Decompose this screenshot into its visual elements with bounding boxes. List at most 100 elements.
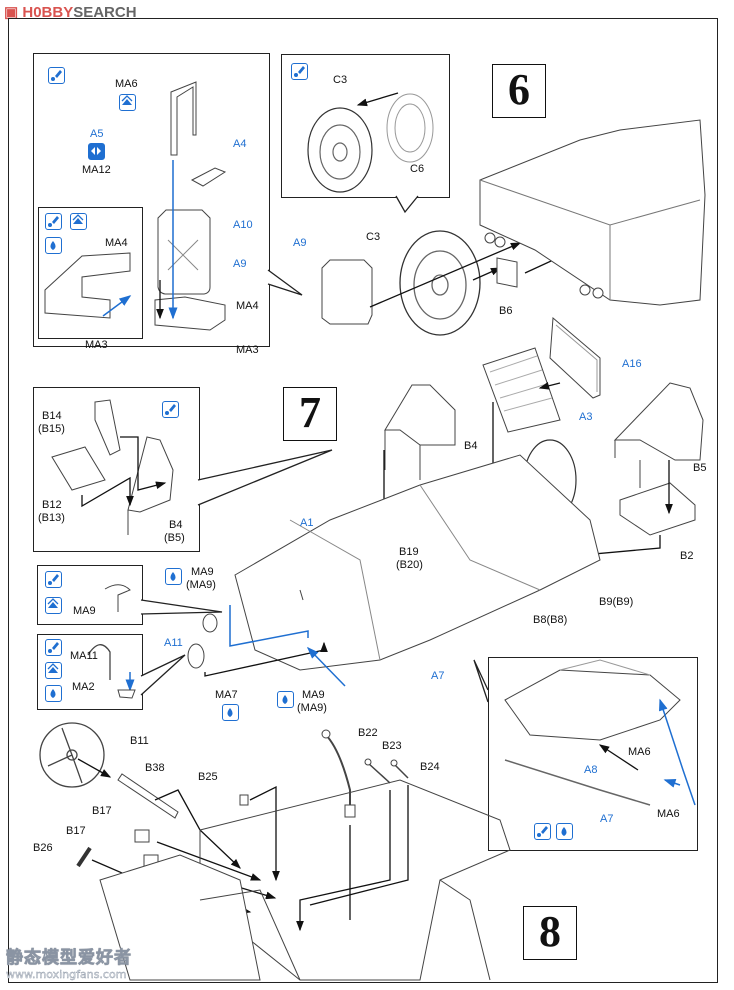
glue-icon [48, 67, 65, 84]
label-b25: B25 [198, 771, 218, 783]
paint-drop-icon [45, 685, 62, 702]
glue-icon [291, 63, 308, 80]
label-b6: B6 [499, 305, 513, 317]
jeep-rear-body [479, 119, 706, 306]
a16-seatback-part [549, 316, 601, 399]
label-a1: A1 [300, 517, 314, 529]
mount-part [154, 296, 226, 331]
label-c6-detail: C6 [410, 163, 425, 175]
step-number-7: 7 [283, 387, 337, 441]
photo-etch-icon [45, 597, 62, 614]
glue-icon [162, 401, 179, 418]
watermark-url: www.moxingfans.com [6, 968, 127, 981]
label-a3: A3 [579, 411, 593, 423]
label-a4: A4 [233, 138, 247, 150]
b4-seat-frame-detail [127, 436, 174, 535]
b38-column-part [117, 773, 179, 819]
step-number-6: 6 [492, 64, 546, 118]
label-a9-detail: A9 [233, 258, 247, 270]
label-c3-main: C3 [366, 231, 381, 243]
brand-text-part1: H0BBY [22, 4, 74, 21]
b17-part [134, 829, 150, 843]
b22-lever-part [325, 734, 351, 805]
label-a7-side: A7 [600, 813, 614, 825]
label-b8: B8(B8) [533, 614, 568, 626]
glue-icon [534, 823, 551, 840]
a4-strap-part [190, 167, 227, 187]
label-b38: B38 [145, 762, 165, 774]
label-c3-detail: C3 [333, 74, 348, 86]
label-a5: A5 [90, 128, 104, 140]
paint-drop-icon [277, 691, 294, 708]
photo-etch-icon [119, 94, 136, 111]
b5-seat-main [613, 382, 704, 488]
label-b17-a: B17 [92, 805, 112, 817]
blue-guide-line [229, 605, 309, 647]
a11-light-part [187, 613, 218, 669]
brand-logo: ▣ H0BBYSEARCH [4, 3, 137, 21]
label-b13: (B13) [38, 512, 65, 524]
paint-drop-icon [222, 704, 239, 721]
watermark: 静态模型爱好者 www.moxingfans.com [6, 943, 132, 982]
label-ma6-side-bottom: MA6 [657, 808, 680, 820]
brand-text-part2: SEARCH [73, 4, 137, 21]
label-a9-main: A9 [293, 237, 307, 249]
ma6-frame-part [170, 81, 197, 156]
side-detail-drawing [504, 659, 681, 806]
label-b15: (B15) [38, 423, 65, 435]
label-ma9-top: MA9 [191, 566, 214, 578]
paint-drop-icon [165, 568, 182, 585]
label-ma3-detail: MA3 [236, 344, 259, 356]
hobby-search-logo-icon: ▣ [4, 4, 19, 21]
paint-drop-icon [556, 823, 573, 840]
paint-drop-icon [45, 237, 62, 254]
ma2-detail-part [117, 689, 136, 699]
jerrycan-part [157, 209, 211, 295]
b2-box-part [619, 482, 696, 536]
callout-pointers [140, 195, 489, 703]
ma11-detail-part [87, 644, 111, 680]
glue-icon [45, 571, 62, 588]
b26-part [76, 846, 92, 868]
label-b9: B9(B9) [599, 596, 634, 608]
wheel-c3-detail [307, 107, 373, 193]
b11-steering-wheel [39, 722, 105, 788]
label-b4-main: B4 [464, 440, 478, 452]
label-ma11: MA11 [70, 650, 98, 662]
label-b5-main: B5 [693, 462, 707, 474]
label-a7-main: A7 [431, 670, 445, 682]
label-ma3-mount: MA3 [85, 339, 108, 351]
label-ma4-mount: MA4 [105, 237, 128, 249]
watermark-chinese: 静态模型爱好者 [6, 948, 132, 969]
label-ma4-detail: MA4 [236, 300, 259, 312]
step-number-8: 8 [523, 906, 577, 960]
b6-bracket-part [496, 257, 518, 288]
tire-c6-detail [386, 93, 434, 163]
jeep-body-step7 [234, 454, 601, 671]
label-ma6: MA6 [115, 78, 138, 90]
b23-lever-part [367, 762, 391, 784]
jeep-dash-step8 [99, 779, 511, 981]
label-a11: A11 [164, 637, 183, 649]
b12-cushion-detail [51, 446, 106, 491]
photo-etch-icon [70, 213, 87, 230]
label-b24: B24 [420, 761, 440, 773]
label-b23: B23 [382, 740, 402, 752]
label-ma7: MA7 [215, 689, 238, 701]
assembly-arrow-blue [102, 295, 132, 317]
glue-icon [45, 639, 62, 656]
b14-seatback-detail [94, 399, 121, 456]
label-a8: A8 [584, 764, 598, 776]
label-b2: B2 [680, 550, 694, 562]
label-ma6-side-top: MA6 [628, 746, 651, 758]
label-ma9-top-paren: (MA9) [186, 579, 216, 591]
label-b19: B19 [399, 546, 419, 558]
mount-detail-part [44, 252, 131, 319]
label-b5-detail: (B5) [164, 532, 185, 544]
label-b14: B14 [42, 410, 62, 422]
label-ma9-bottom: MA9 [302, 689, 325, 701]
label-ma9-detail: MA9 [73, 605, 96, 617]
a3-cushion-part [482, 347, 561, 433]
symmetry-icon [88, 143, 105, 160]
